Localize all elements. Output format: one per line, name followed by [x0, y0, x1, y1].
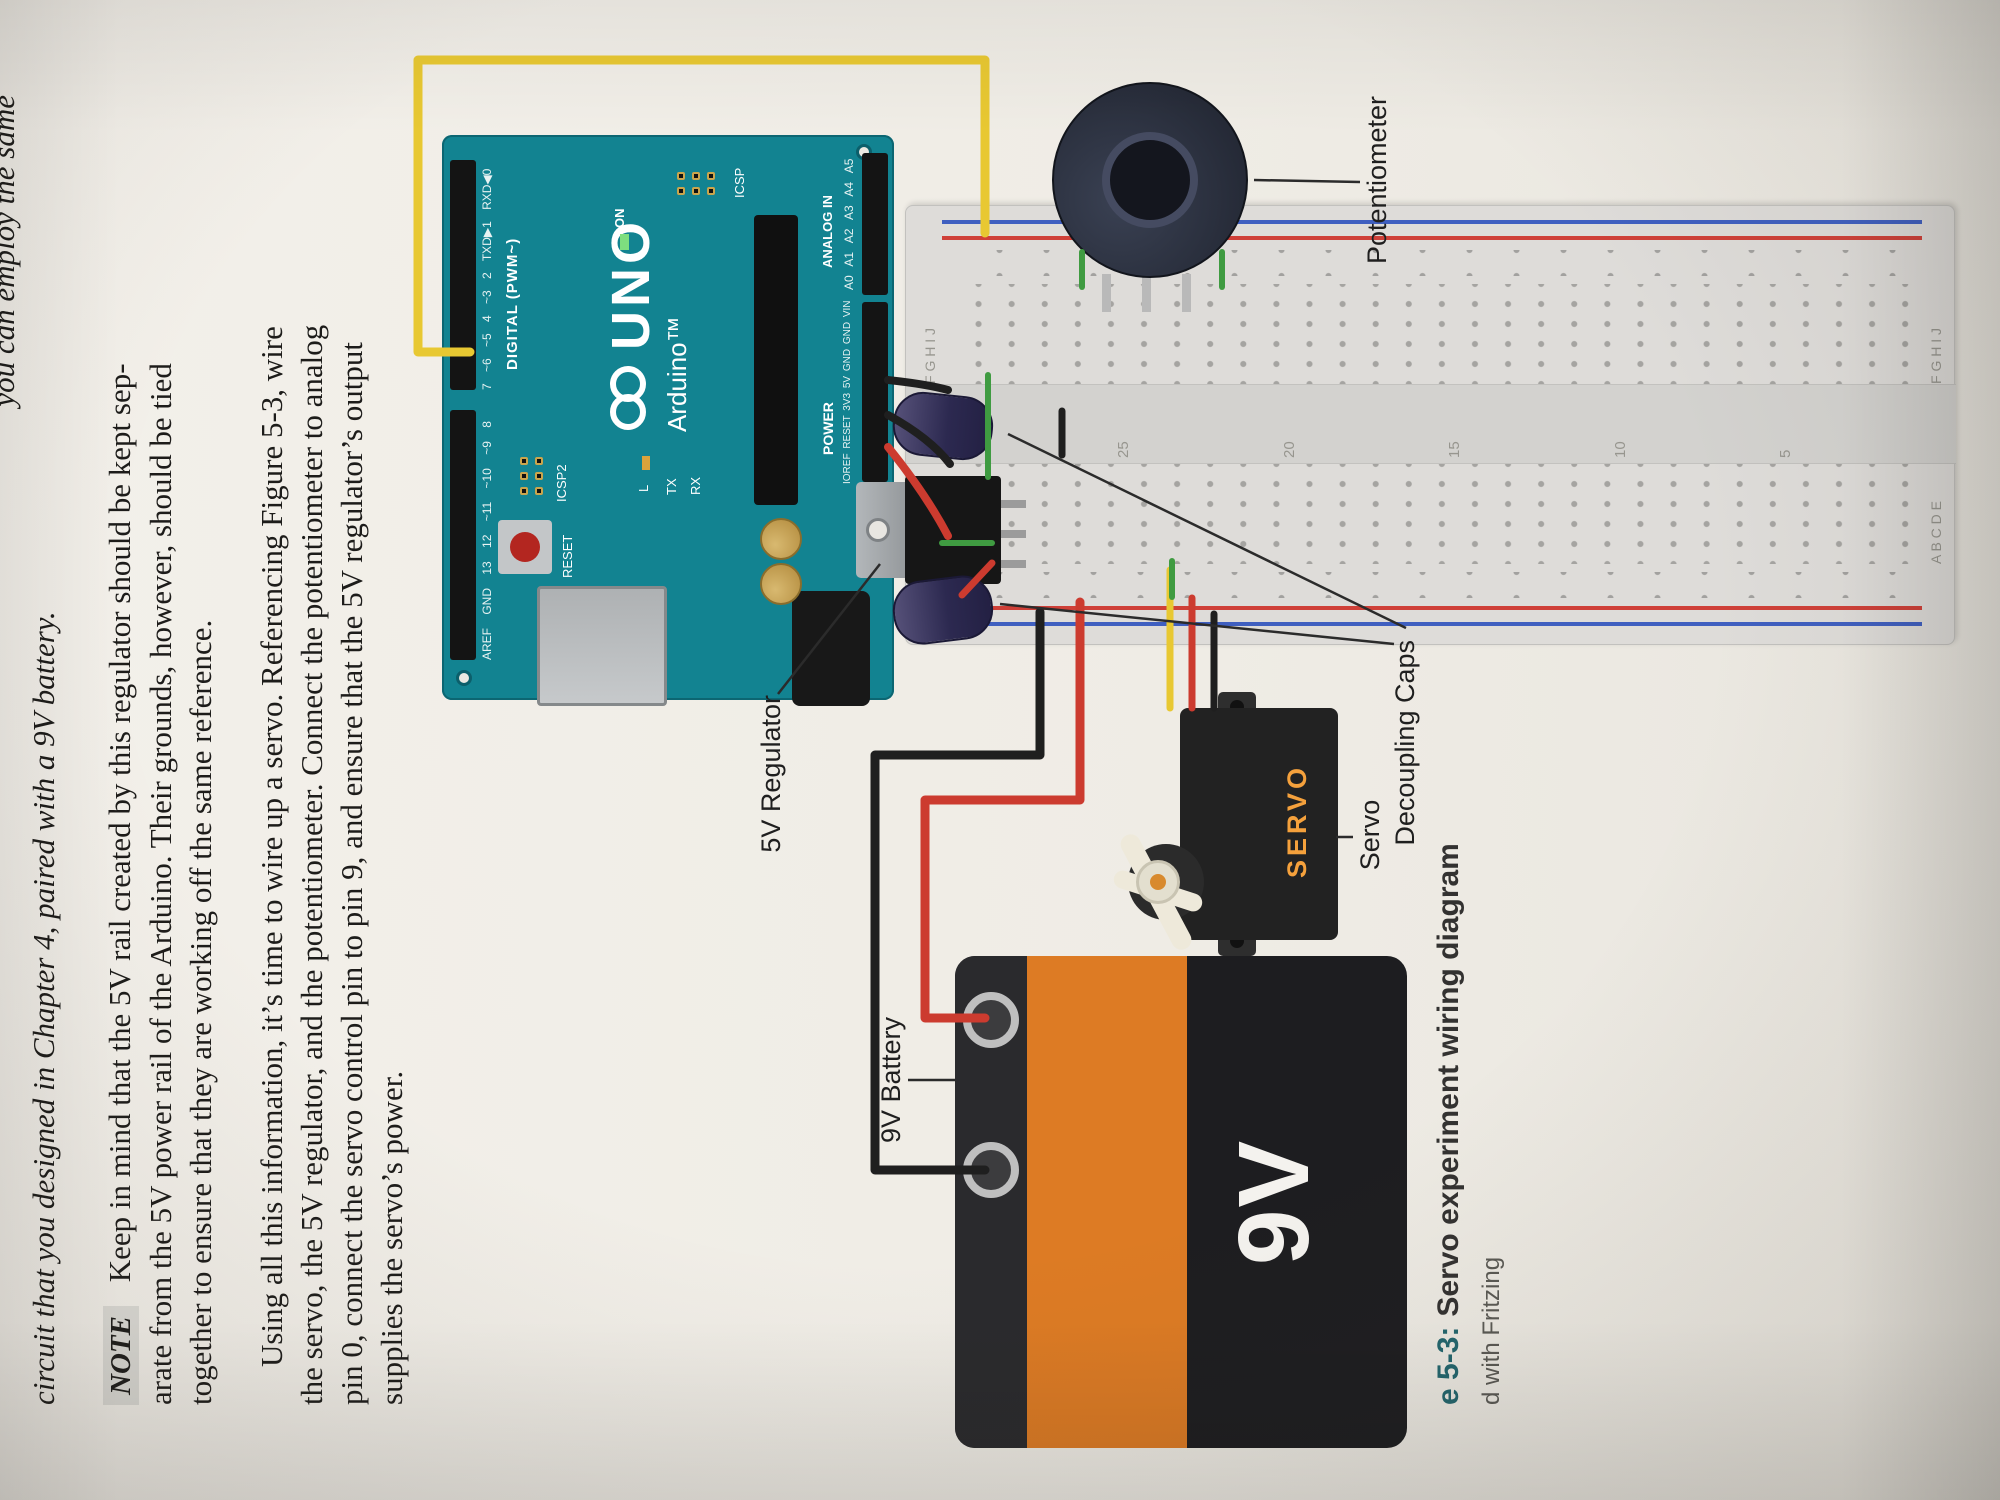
decoupling-caps-label: Decoupling Caps	[1390, 640, 1420, 846]
regulator-leader-line	[777, 563, 881, 695]
battery-label: 9V Battery	[876, 1016, 906, 1144]
power-jumper	[884, 443, 952, 540]
caps-leader-line	[1007, 432, 1407, 630]
leader-lines	[777, 178, 1407, 1082]
gnd-jumper	[884, 376, 952, 394]
battery-black-wire	[870, 607, 1045, 1175]
battery-red-wire	[920, 597, 1085, 1023]
regulator-label: 5V Regulator	[756, 695, 786, 853]
yellow-signal-wire	[413, 55, 990, 357]
red-jumper	[958, 559, 996, 599]
potentiometer-label: Potentiometer	[1362, 95, 1392, 265]
servo-label: Servo	[1355, 799, 1385, 871]
potentiometer-leader-line	[1253, 178, 1361, 184]
gnd-jumper	[884, 411, 954, 468]
caps-leader-line	[999, 602, 1395, 646]
